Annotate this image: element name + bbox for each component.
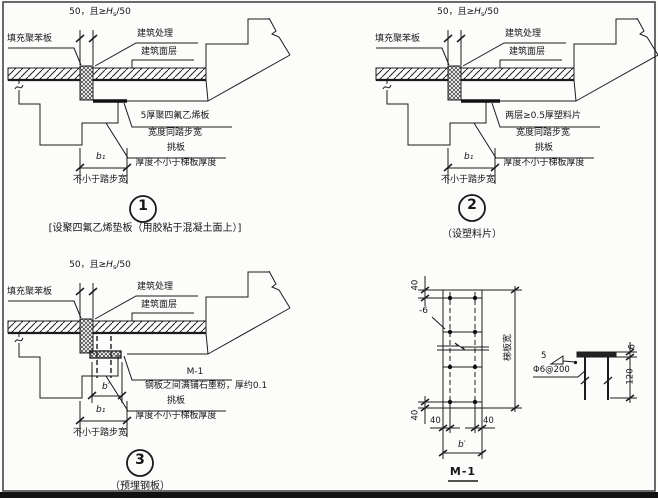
detail3-arch-finish-label: 建筑面层 [141, 300, 178, 310]
detail3-caption: （预埋钢板） [110, 481, 170, 492]
m1-weld-size: 5 [541, 351, 547, 361]
m1-title: M-1 [449, 465, 477, 478]
detail1-top-dimension: 50，且≥Hs/50 [69, 7, 131, 18]
detail1-number: 1 [138, 198, 148, 214]
detail3-number: 3 [135, 452, 145, 468]
detail3-top-dimension: 50，且≥Hs/50 [69, 260, 131, 271]
m1-dim-6: 6 [627, 344, 638, 350]
m1-stair-width-label: 梯板宽 [503, 334, 514, 362]
detail3-arch-treatment-label: 建筑处理 [137, 282, 174, 292]
detail2-step-width-note: 不小于踏步宽 [440, 175, 495, 185]
detail3-thickness-note: 厚度不小于梯板厚度 [135, 411, 217, 421]
m1-bprime-dim: b′ [458, 440, 466, 450]
detail1-b1-dim: b₁ [96, 152, 106, 162]
detail2-arch-finish-label: 建筑面层 [509, 47, 546, 57]
detail2-number: 2 [467, 197, 477, 213]
detail2-plastic-label: 两层≥0.5厚塑料片 [505, 111, 581, 121]
detail3-fill-board-label: 填充聚苯板 [7, 287, 53, 297]
detail2-fill-board-label: 填充聚苯板 [375, 34, 421, 44]
detail1-cantilever-label: 挑板 [166, 143, 185, 153]
detail3-step-width-note: 不小于踏步宽 [72, 428, 127, 438]
m1-dim-120: 120 [625, 368, 636, 385]
detail2-width-note: 宽度同踏步宽 [515, 128, 570, 138]
detail1-caption: [设聚四氟乙烯垫板（用胶粘于混凝土面上）] [48, 223, 242, 234]
m1-plate-thickness-label: -6 [419, 306, 428, 316]
detail3-cantilever-label: 挑板 [166, 396, 185, 406]
detail2-top-dimension: 50，且≥Hs/50 [437, 7, 499, 18]
detail2-cantilever-label: 挑板 [534, 143, 553, 153]
detail3-graphite-note: 钢板之间满铺石墨粉，厚约0.1 [144, 381, 268, 391]
detail3-m1-ref: M-1 [186, 367, 204, 377]
detail1-arch-finish-label: 建筑面层 [141, 47, 178, 57]
m1-dim-40-bottom-2: 40 [483, 416, 494, 426]
detail2-caption: （设塑料片） [442, 229, 502, 240]
m1-dim-40-bottom-1: 40 [430, 416, 441, 426]
detail3-b1-dim: b₁ [96, 405, 106, 415]
detail3-bprime-dim: b′ [102, 382, 110, 392]
detail2-b1-dim: b₁ [464, 152, 474, 162]
m1-dim-40-bottom-left: 40 [410, 409, 421, 421]
detail1-step-width-note: 不小于踏步宽 [72, 175, 127, 185]
detail1-width-note: 宽度同踏步宽 [147, 128, 202, 138]
detail1-thickness-note: 厚度不小于梯板厚度 [135, 158, 217, 168]
detail2-thickness-note: 厚度不小于梯板厚度 [503, 158, 585, 168]
detail1-arch-treatment-label: 建筑处理 [137, 29, 174, 39]
m1-rebar-spec: Φ6@200 [533, 365, 570, 375]
detail1-ptfe-label: 5厚聚四氟乙烯板 [140, 111, 210, 121]
detail2-arch-treatment-label: 建筑处理 [505, 29, 542, 39]
m1-dim-40-top: 40 [410, 279, 421, 291]
detail1-fill-board-label: 填充聚苯板 [7, 34, 53, 44]
